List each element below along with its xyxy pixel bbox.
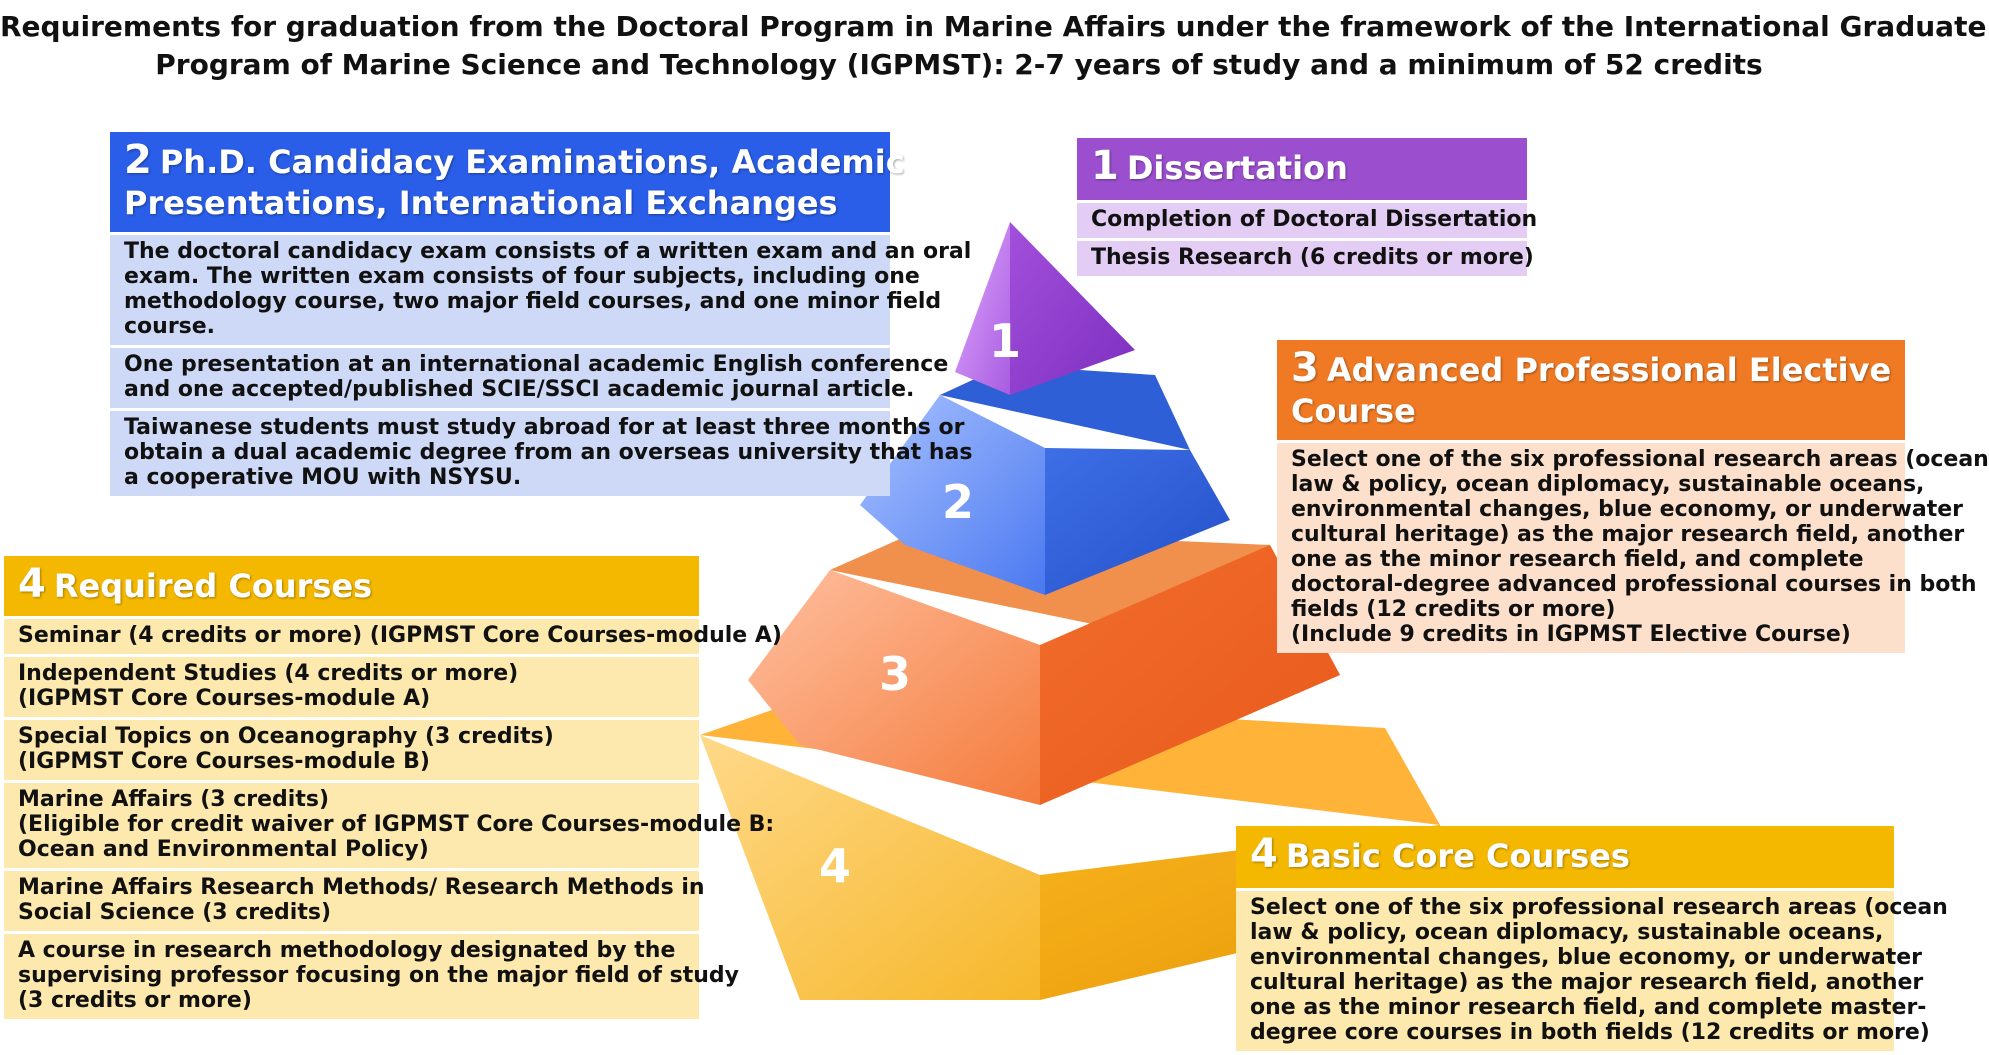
dissertation-row-1: Completion of Doctoral Dissertation — [1077, 200, 1537, 238]
advanced-elective-heading-line1: Advanced Professional Elective — [1326, 351, 1892, 389]
required-courses-number: 4 — [18, 561, 46, 607]
level-3-right-face — [1040, 545, 1340, 805]
page-title: Requirements for graduation from the Doc… — [0, 8, 1987, 84]
pyramid-level-1: 1 — [955, 222, 1135, 395]
basic-core-heading: Basic Core Courses — [1285, 837, 1630, 875]
required-row-1: Seminar (4 credits or more) (IGPMST Core… — [4, 616, 782, 654]
level-3-left-face — [748, 570, 1040, 805]
level-4-number: 4 — [819, 839, 851, 893]
basic-core-number: 4 — [1250, 831, 1278, 877]
pyramid-level-2: 2 — [860, 365, 1230, 595]
candidacy-row-2: One presentation at an international aca… — [110, 345, 948, 408]
level-2-number: 2 — [942, 475, 974, 529]
level-1-number: 1 — [989, 314, 1021, 368]
page-title-line2: Program of Marine Science and Technology… — [155, 48, 1763, 81]
candidacy-row-1: The doctoral candidacy exam consists of … — [110, 232, 971, 345]
candidacy-row-3: Taiwanese students must study abroad for… — [110, 408, 972, 496]
level-3-number: 3 — [879, 647, 911, 701]
candidacy-number: 2 — [124, 137, 152, 183]
level-4-left-face — [700, 735, 1040, 1000]
level-2-left-face — [860, 395, 1045, 595]
level-2-right-face — [1045, 448, 1230, 595]
required-row-5: Marine Affairs Research Methods/ Researc… — [4, 868, 705, 931]
advanced-elective-row-1: Select one of the six professional resea… — [1277, 440, 1989, 653]
pyramid-level-3: 3 — [748, 530, 1340, 805]
candidacy-heading-line2: Presentations, International Exchanges — [124, 184, 838, 222]
pyramid-diagram: 4 3 2 1 — [700, 222, 1460, 1000]
level-1-left-face — [955, 222, 1010, 395]
dissertation-number: 1 — [1091, 143, 1119, 189]
required-courses-heading: Required Courses — [53, 567, 373, 605]
basic-core-row-1: Select one of the six professional resea… — [1236, 888, 1948, 1051]
candidacy-heading-line1: Ph.D. Candidacy Examinations, Academic — [159, 143, 905, 181]
dissertation-heading: Dissertation — [1126, 149, 1348, 187]
page-title-line1: Requirements for graduation from the Doc… — [0, 10, 1987, 43]
required-row-4: Marine Affairs (3 credits) (Eligible for… — [4, 780, 774, 868]
required-row-2: Independent Studies (4 credits or more) … — [4, 654, 699, 717]
level-1-right-face — [1010, 222, 1135, 395]
required-row-6: A course in research methodology designa… — [4, 931, 739, 1019]
required-row-3: Special Topics on Oceanography (3 credit… — [4, 717, 699, 780]
dissertation-row-2: Thesis Research (6 credits or more) — [1077, 238, 1534, 276]
advanced-elective-number: 3 — [1291, 345, 1319, 391]
advanced-elective-heading-line2: Course — [1291, 392, 1416, 430]
